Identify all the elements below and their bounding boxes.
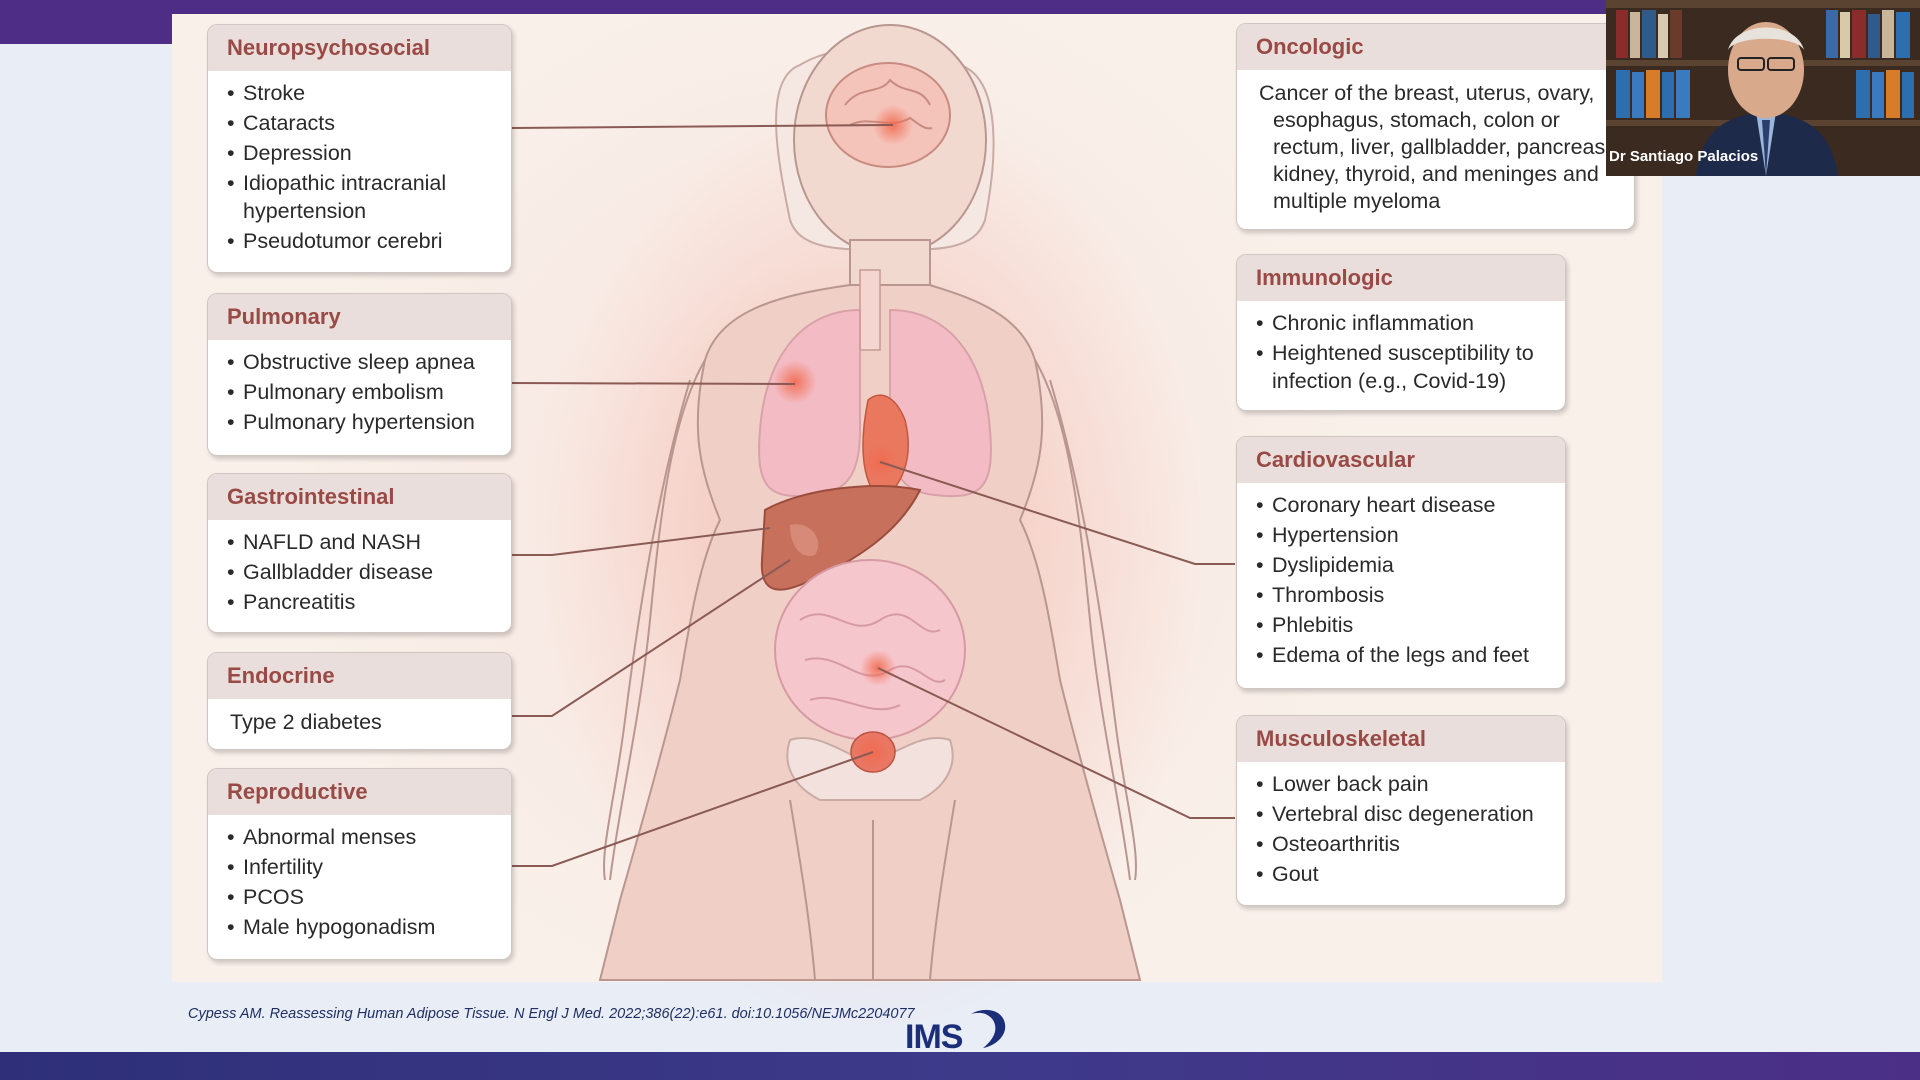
list-item: Pancreatitis bbox=[227, 588, 497, 616]
oncologic-title: Oncologic bbox=[1237, 24, 1634, 70]
speaker-webcam[interactable] bbox=[1606, 0, 1920, 176]
bottom-bar bbox=[0, 1052, 1920, 1080]
cardiovascular-list: Coronary heart disease Hypertension Dysl… bbox=[1237, 483, 1565, 679]
list-item: Infertility bbox=[227, 853, 497, 881]
list-item: Coronary heart disease bbox=[1256, 491, 1551, 519]
top-bar-tab bbox=[0, 0, 172, 44]
oncologic-card: Oncologic Cancer of the breast, uterus, … bbox=[1236, 23, 1635, 230]
list-item: Gout bbox=[1256, 860, 1551, 888]
immunologic-title: Immunologic bbox=[1237, 255, 1565, 301]
list-item: Pulmonary hypertension bbox=[227, 408, 497, 436]
list-item: Obstructive sleep apnea bbox=[227, 348, 497, 376]
endocrine-card: Endocrine Type 2 diabetes bbox=[207, 652, 512, 750]
ims-swoosh-icon bbox=[971, 1009, 1006, 1048]
list-item: Chronic inflammation bbox=[1256, 309, 1551, 337]
list-item: Phlebitis bbox=[1256, 611, 1551, 639]
list-item: Pseudotumor cerebri bbox=[227, 227, 497, 255]
gastrointestinal-list: NAFLD and NASH Gallbladder disease Pancr… bbox=[208, 520, 511, 626]
webcam-feed bbox=[1606, 0, 1920, 176]
list-item: Hypertension bbox=[1256, 521, 1551, 549]
gastrointestinal-card: Gastrointestinal NAFLD and NASH Gallblad… bbox=[207, 473, 512, 633]
list-item: Osteoarthritis bbox=[1256, 830, 1551, 858]
list-item: Abnormal menses bbox=[227, 823, 497, 851]
list-item: Dyslipidemia bbox=[1256, 551, 1551, 579]
list-item: Lower back pain bbox=[1256, 770, 1551, 798]
reproductive-card: Reproductive Abnormal menses Infertility… bbox=[207, 768, 512, 960]
neuropsychosocial-list: Stroke Cataracts Depression Idiopathic i… bbox=[208, 71, 511, 265]
pulmonary-list: Obstructive sleep apnea Pulmonary emboli… bbox=[208, 340, 511, 446]
top-bar bbox=[0, 0, 1920, 14]
citation: Cypess AM. Reassessing Human Adipose Tis… bbox=[188, 1006, 915, 1022]
endocrine-text: Type 2 diabetes bbox=[230, 710, 382, 734]
immunologic-list: Chronic inflammation Heightened suscepti… bbox=[1237, 301, 1565, 405]
gastrointestinal-title: Gastrointestinal bbox=[208, 474, 511, 520]
list-item: NAFLD and NASH bbox=[227, 528, 497, 556]
list-item: Pulmonary embolism bbox=[227, 378, 497, 406]
musculoskeletal-title: Musculoskeletal bbox=[1237, 716, 1565, 762]
list-item: Idiopathic intracranial hypertension bbox=[227, 169, 497, 225]
neuropsychosocial-card: Neuropsychosocial Stroke Cataracts Depre… bbox=[207, 24, 512, 273]
list-item: Depression bbox=[227, 139, 497, 167]
oncologic-text: Cancer of the breast, uterus, ovary, eso… bbox=[1259, 81, 1612, 213]
list-item: Gallbladder disease bbox=[227, 558, 497, 586]
ims-logo: IMS bbox=[905, 1018, 963, 1056]
speaker-name: Dr Santiago Palacios bbox=[1609, 148, 1759, 165]
musculoskeletal-list: Lower back pain Vertebral disc degenerat… bbox=[1237, 762, 1565, 898]
list-item: Vertebral disc degeneration bbox=[1256, 800, 1551, 828]
list-item: Cataracts bbox=[227, 109, 497, 137]
musculoskeletal-card: Musculoskeletal Lower back pain Vertebra… bbox=[1236, 715, 1566, 906]
pulmonary-title: Pulmonary bbox=[208, 294, 511, 340]
list-item: Stroke bbox=[227, 79, 497, 107]
list-item: Edema of the legs and feet bbox=[1256, 641, 1551, 669]
reproductive-list: Abnormal menses Infertility PCOS Male hy… bbox=[208, 815, 511, 951]
endocrine-title: Endocrine bbox=[208, 653, 511, 699]
list-item: Heightened susceptibility to infection (… bbox=[1256, 339, 1551, 395]
cardiovascular-title: Cardiovascular bbox=[1237, 437, 1565, 483]
immunologic-card: Immunologic Chronic inflammation Heighte… bbox=[1236, 254, 1566, 411]
reproductive-title: Reproductive bbox=[208, 769, 511, 815]
list-item: PCOS bbox=[227, 883, 497, 911]
list-item: Male hypogonadism bbox=[227, 913, 497, 941]
cardiovascular-card: Cardiovascular Coronary heart disease Hy… bbox=[1236, 436, 1566, 689]
neuropsychosocial-title: Neuropsychosocial bbox=[208, 25, 511, 71]
speaker-figure bbox=[1696, 22, 1838, 176]
pulmonary-card: Pulmonary Obstructive sleep apnea Pulmon… bbox=[207, 293, 512, 456]
list-item: Thrombosis bbox=[1256, 581, 1551, 609]
